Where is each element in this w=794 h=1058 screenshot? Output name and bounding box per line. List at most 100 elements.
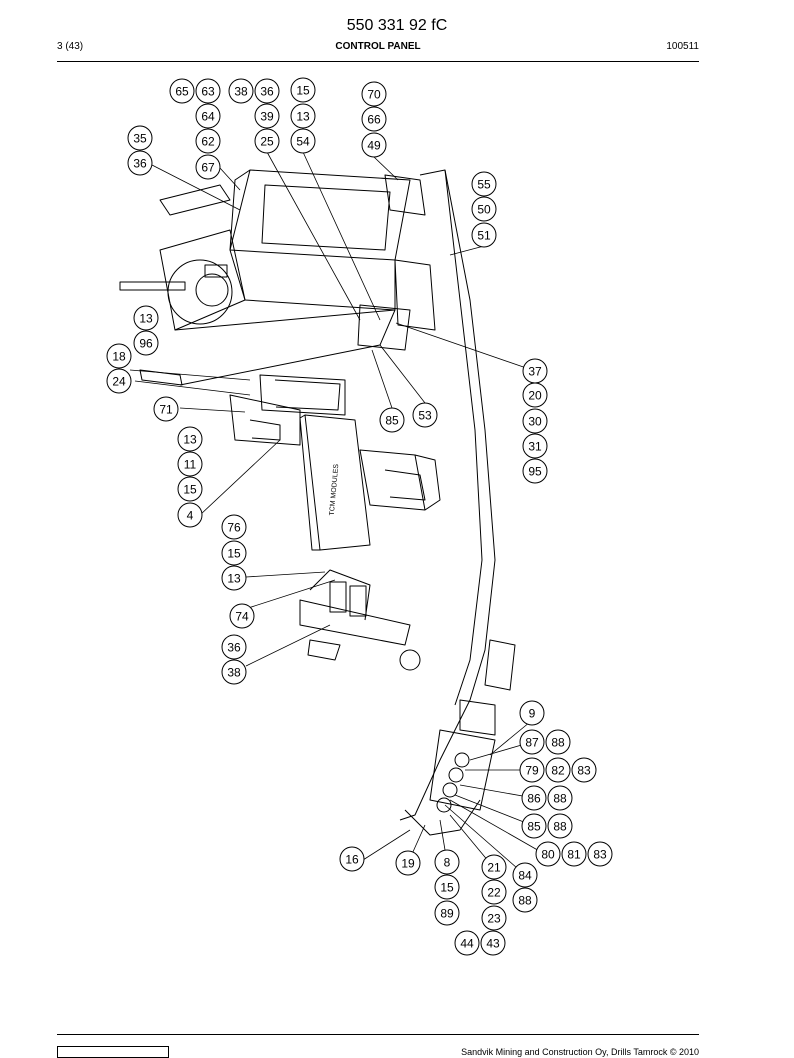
callout-circle <box>254 78 280 104</box>
callout-24: 24 <box>106 368 132 394</box>
callout-63: 63 <box>195 78 221 104</box>
callout-number: 83 <box>577 764 591 778</box>
callout-circle <box>481 854 507 880</box>
callout-number: 85 <box>527 820 541 834</box>
callout-circle <box>221 565 247 591</box>
callout-number: 82 <box>551 764 565 778</box>
callout-number: 19 <box>401 857 415 871</box>
callout-circle <box>133 330 159 356</box>
callout-circle <box>228 78 254 104</box>
callout-13: 13 <box>133 305 159 331</box>
callout-8: 8 <box>434 849 460 875</box>
callout-38: 38 <box>221 659 247 685</box>
callout-84: 84 <box>512 862 538 888</box>
callout-number: 74 <box>235 610 249 624</box>
callout-number: 20 <box>528 389 542 403</box>
callout-number: 88 <box>553 792 567 806</box>
callout-67: 67 <box>195 154 221 180</box>
callout-circle <box>512 862 538 888</box>
callout-number: 86 <box>527 792 541 806</box>
callout-circle <box>177 502 203 528</box>
callout-number: 50 <box>477 203 491 217</box>
callout-circle <box>471 171 497 197</box>
callout-82: 82 <box>545 757 571 783</box>
callout-circle <box>471 222 497 248</box>
revision-code: 100511 <box>666 41 699 52</box>
callout-number: 83 <box>593 848 607 862</box>
callout-circle <box>127 150 153 176</box>
callout-85: 85 <box>521 813 547 839</box>
callout-number: 13 <box>227 572 241 586</box>
callout-54: 54 <box>290 128 316 154</box>
callout-number: 36 <box>133 157 147 171</box>
callout-88: 88 <box>512 887 538 913</box>
callout-circle <box>547 813 573 839</box>
callout-23: 23 <box>481 905 507 931</box>
callout-circle <box>195 78 221 104</box>
callout-89: 89 <box>434 900 460 926</box>
callout-circle <box>290 128 316 154</box>
callout-88: 88 <box>547 785 573 811</box>
callout-circle <box>481 905 507 931</box>
callout-number: 31 <box>528 440 542 454</box>
callout-circle <box>221 634 247 660</box>
callout-number: 15 <box>440 881 454 895</box>
leader-lines <box>129 151 549 876</box>
callout-number: 38 <box>234 85 248 99</box>
callout-74: 74 <box>229 603 255 629</box>
tcm-modules-label: TCM MODULES <box>329 463 341 515</box>
callout-circle <box>545 757 571 783</box>
callout-number: 22 <box>487 886 501 900</box>
callout-number: 24 <box>112 375 126 389</box>
callout-number: 81 <box>567 848 581 862</box>
callout-15: 15 <box>434 874 460 900</box>
callout-circle <box>106 343 132 369</box>
callout-18: 18 <box>106 343 132 369</box>
callout-number: 96 <box>139 337 153 351</box>
callout-11: 11 <box>177 451 203 477</box>
callout-number: 44 <box>460 937 474 951</box>
callout-50: 50 <box>471 196 497 222</box>
callout-number: 89 <box>440 907 454 921</box>
callout-31: 31 <box>522 433 548 459</box>
callout-circle <box>254 103 280 129</box>
callout-circle <box>290 103 316 129</box>
callout-circle <box>177 426 203 452</box>
callout-circle <box>519 757 545 783</box>
callout-70: 70 <box>361 81 387 107</box>
callout-71: 71 <box>153 396 179 422</box>
callout-85: 85 <box>379 407 405 433</box>
callout-number: 76 <box>227 521 241 535</box>
callout-number: 25 <box>260 135 274 149</box>
callout-circle <box>221 514 247 540</box>
callout-number: 49 <box>367 139 381 153</box>
callout-circle <box>561 841 587 867</box>
callout-number: 8 <box>444 856 451 870</box>
callout-65: 65 <box>169 78 195 104</box>
callout-number: 88 <box>518 894 532 908</box>
callout-13: 13 <box>177 426 203 452</box>
callout-number: 36 <box>260 85 274 99</box>
callout-number: 16 <box>345 853 359 867</box>
callout-number: 35 <box>133 132 147 146</box>
callout-circle <box>106 368 132 394</box>
callout-number: 11 <box>184 458 197 472</box>
callout-39: 39 <box>254 103 280 129</box>
callout-number: 70 <box>367 88 381 102</box>
callout-number: 66 <box>367 113 381 127</box>
callout-circle <box>522 433 548 459</box>
callout-number: 63 <box>201 85 215 99</box>
callout-circle <box>571 757 597 783</box>
callout-96: 96 <box>133 330 159 356</box>
callout-circle <box>177 476 203 502</box>
callout-88: 88 <box>545 729 571 755</box>
callout-83: 83 <box>587 841 613 867</box>
callout-number: 38 <box>227 666 241 680</box>
callout-51: 51 <box>471 222 497 248</box>
callout-86: 86 <box>521 785 547 811</box>
page-indicator: 3 (43) <box>57 41 84 52</box>
callout-number: 80 <box>541 848 555 862</box>
callout-62: 62 <box>195 128 221 154</box>
callout-number: 15 <box>183 483 197 497</box>
callout-number: 71 <box>159 403 173 417</box>
